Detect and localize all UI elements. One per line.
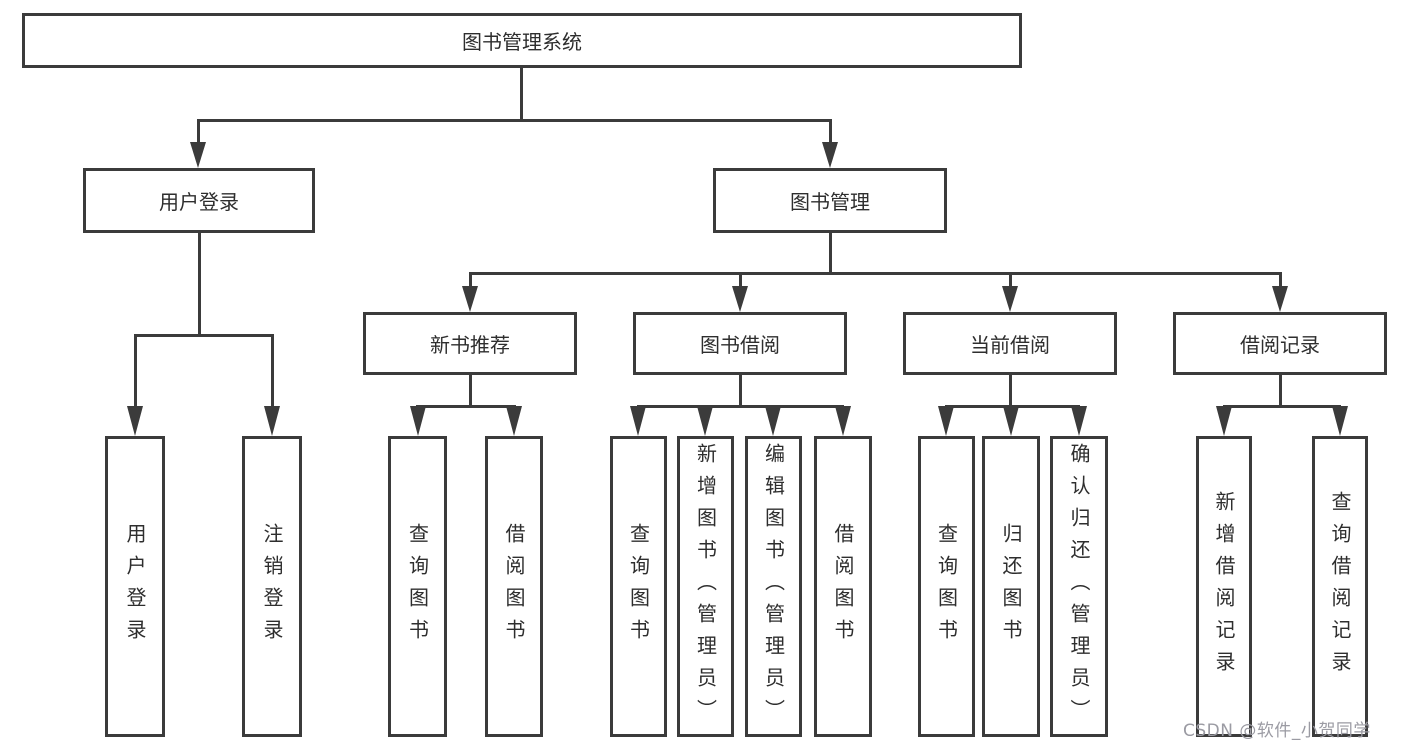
connector: [1223, 405, 1341, 408]
leaf-current-return-label: 归还图书: [999, 522, 1023, 651]
leaf-current-query: 查询图书: [918, 436, 975, 737]
arrow-down-icon: [822, 142, 838, 168]
arrow-down-icon: [1071, 406, 1087, 436]
leaf-borrow-edit-admin-label: 编辑图书（管理员）: [761, 442, 786, 731]
leaf-user-login-label: 用户登录: [123, 522, 147, 651]
connector: [1009, 375, 1012, 408]
leaf-borrow-edit-admin: 编辑图书（管理员）: [745, 436, 802, 737]
node-root: 图书管理系统: [22, 13, 1022, 68]
node-book-borrow-label: 图书借阅: [700, 333, 780, 357]
arrow-down-icon: [765, 406, 781, 436]
connector: [520, 68, 523, 122]
arrow-down-icon: [190, 142, 206, 168]
connector: [1279, 375, 1282, 408]
connector: [637, 405, 844, 408]
arrow-down-icon: [732, 286, 748, 312]
node-new-book-recommend: 新书推荐: [363, 312, 577, 375]
leaf-borrow-add-admin: 新增图书（管理员）: [677, 436, 734, 737]
connector: [469, 272, 472, 290]
node-new-book-recommend-label: 新书推荐: [430, 333, 510, 357]
leaf-borrow-book: 借阅图书: [814, 436, 872, 737]
connector: [829, 119, 832, 146]
watermark: CSDN @软件_小贺同学: [1183, 721, 1371, 741]
node-book-management: 图书管理: [713, 168, 947, 233]
connector: [197, 119, 832, 122]
leaf-borrow-book-label: 借阅图书: [831, 522, 855, 651]
connector: [1279, 272, 1282, 290]
leaf-newbook-query: 查询图书: [388, 436, 447, 737]
leaf-current-query-label: 查询图书: [934, 522, 959, 651]
connector: [197, 119, 200, 146]
node-borrow-record: 借阅记录: [1173, 312, 1387, 375]
arrow-down-icon: [697, 406, 713, 436]
leaf-borrow-add-admin-label: 新增图书（管理员）: [693, 442, 718, 731]
connector: [134, 334, 137, 412]
leaf-record-add-label: 新增借阅记录: [1212, 490, 1236, 683]
node-borrow-record-label: 借阅记录: [1240, 333, 1320, 357]
arrow-down-icon: [938, 406, 954, 436]
connector: [469, 272, 1282, 275]
connector: [829, 233, 832, 275]
connector: [469, 375, 472, 408]
arrow-down-icon: [630, 406, 646, 436]
node-user-login-label: 用户登录: [159, 190, 239, 214]
arrow-down-icon: [1332, 406, 1348, 436]
leaf-user-login: 用户登录: [105, 436, 165, 737]
node-root-label: 图书管理系统: [462, 30, 582, 54]
arrow-down-icon: [264, 406, 280, 436]
arrow-down-icon: [835, 406, 851, 436]
node-current-borrow: 当前借阅: [903, 312, 1117, 375]
connector: [198, 233, 201, 337]
connector: [1009, 272, 1012, 290]
leaf-borrow-query-label: 查询图书: [626, 522, 651, 651]
arrow-down-icon: [127, 406, 143, 436]
arrow-down-icon: [462, 286, 478, 312]
arrow-down-icon: [1003, 406, 1019, 436]
arrow-down-icon: [506, 406, 522, 436]
leaf-current-return: 归还图书: [982, 436, 1040, 737]
connector: [271, 334, 274, 412]
arrow-down-icon: [1272, 286, 1288, 312]
leaf-logout: 注销登录: [242, 436, 302, 737]
leaf-current-confirm-admin-label: 确认归还（管理员）: [1067, 442, 1091, 731]
leaf-record-add: 新增借阅记录: [1196, 436, 1252, 737]
arrow-down-icon: [1002, 286, 1018, 312]
connector: [134, 334, 274, 337]
leaf-borrow-query: 查询图书: [610, 436, 667, 737]
leaf-newbook-query-label: 查询图书: [405, 522, 430, 651]
node-current-borrow-label: 当前借阅: [970, 333, 1050, 357]
arrow-down-icon: [1216, 406, 1232, 436]
node-book-management-label: 图书管理: [790, 190, 870, 214]
leaf-current-confirm-admin: 确认归还（管理员）: [1050, 436, 1108, 737]
leaf-record-query-label: 查询借阅记录: [1328, 490, 1352, 683]
arrow-down-icon: [410, 406, 426, 436]
connector: [739, 272, 742, 290]
leaf-newbook-borrow-label: 借阅图书: [502, 522, 526, 651]
connector: [739, 375, 742, 408]
connector: [416, 405, 516, 408]
node-book-borrow: 图书借阅: [633, 312, 847, 375]
node-user-login: 用户登录: [83, 168, 315, 233]
leaf-newbook-borrow: 借阅图书: [485, 436, 543, 737]
leaf-logout-label: 注销登录: [260, 522, 284, 651]
leaf-record-query: 查询借阅记录: [1312, 436, 1368, 737]
